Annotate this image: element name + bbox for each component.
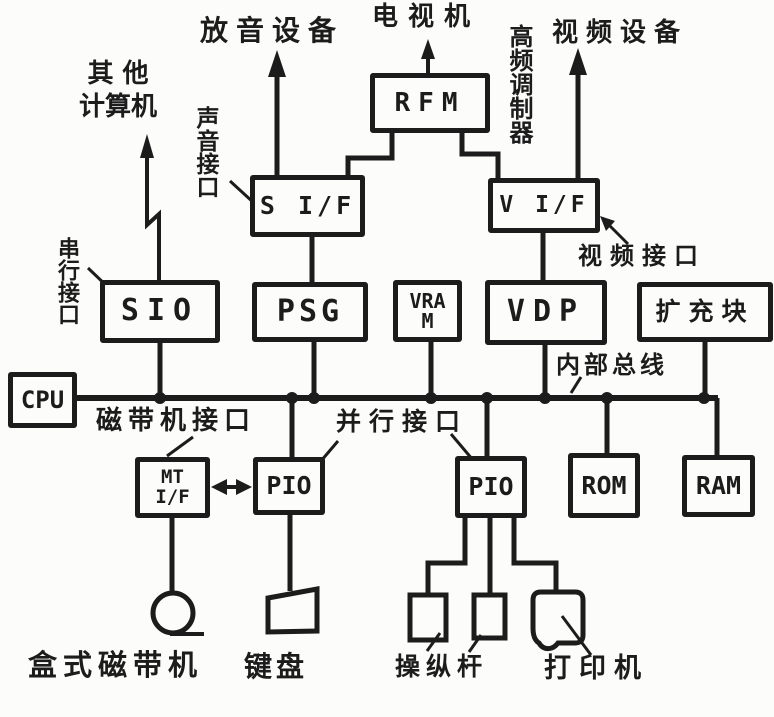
label-video-interface: 视频接口 <box>578 242 706 270</box>
tape-reel-symbol <box>150 590 196 636</box>
label-joystick: 操纵杆 <box>395 652 489 681</box>
block-sound-if: S I/F <box>250 175 365 237</box>
label-other-computers-line1: 其 他 <box>87 59 149 89</box>
joystick-pointer-1 <box>425 632 442 652</box>
block-rfm-label: RFM <box>394 87 466 118</box>
block-mt-if-label-line2: I/F <box>155 485 190 508</box>
block-psg: PSG <box>252 282 368 342</box>
tape-interface-pointer <box>166 435 194 458</box>
joystick-box-1 <box>407 592 449 643</box>
block-psg-label: PSG <box>276 293 344 329</box>
label-internal-bus: 内部总线 <box>556 351 668 379</box>
block-mt-if-label-line1: MT <box>161 466 184 489</box>
label-sound-interface: 声音接口 <box>192 106 218 198</box>
printer-pointer <box>560 615 593 656</box>
label-printer: 打印机 <box>544 653 649 684</box>
block-rfm: RFM <box>370 73 490 133</box>
block-pio-left: PIO <box>253 457 325 515</box>
pio-joystick1-wire <box>425 518 468 593</box>
block-pio-right-label: PIO <box>468 472 514 502</box>
pio-printer-wire <box>511 518 559 592</box>
video-interface-pointer <box>604 220 630 246</box>
block-pio-right: PIO <box>455 456 527 518</box>
label-keyboard: 键盘 <box>244 650 309 683</box>
video-arrowhead <box>569 48 587 75</box>
block-ram-label: RAM <box>695 471 742 501</box>
block-cpu: CPU <box>8 372 77 428</box>
label-other-computers: 其 他 计算机 <box>58 58 178 124</box>
block-vram: VRA M <box>393 280 462 342</box>
label-tv-set: 电视机 <box>372 2 481 32</box>
label-other-computers-line2: 计算机 <box>78 92 157 122</box>
rfm-sif-wire <box>345 133 395 175</box>
block-rom-label: ROM <box>581 470 627 500</box>
block-vram-label-line1: VRA <box>409 288 446 313</box>
bus-junction-dots <box>154 392 710 404</box>
label-audio-playback-device: 放音设备 <box>200 14 345 47</box>
mtif-arrowhead-left <box>211 479 227 495</box>
rfm-vif-wire <box>459 133 501 178</box>
block-sio: SIO <box>100 280 220 343</box>
block-sound-if-label: S I/F <box>259 191 356 221</box>
label-serial-interface: 串行接口 <box>54 237 79 325</box>
block-expansion-label: 扩充块 <box>655 297 755 327</box>
label-hf-modulator: 高频调制器 <box>505 24 533 144</box>
internal-bus-pointer <box>569 376 583 394</box>
keyboard-symbol <box>265 585 320 635</box>
block-mt-if: MT I/F <box>135 457 210 518</box>
block-vdp-label: VDP <box>506 294 586 330</box>
label-video-device: 视频设备 <box>552 18 689 48</box>
printer-symbol <box>530 589 586 652</box>
label-parallel-interface: 并行接口 <box>336 407 469 436</box>
block-rom: ROM <box>568 453 640 518</box>
tv-arrowhead <box>421 39 435 59</box>
block-expansion: 扩充块 <box>637 282 773 342</box>
block-pio-left-label: PIO <box>266 471 312 501</box>
block-cpu-label: CPU <box>20 385 65 414</box>
block-sio-label: SIO <box>120 293 200 329</box>
sio-othercomputer-zigzag-arrow <box>145 150 161 282</box>
joystick-pointer-2 <box>467 634 483 653</box>
block-video-if: V I/F <box>488 178 600 233</box>
joystick-box-2 <box>471 592 508 641</box>
block-video-if-label: V I/F <box>499 191 589 218</box>
block-vdp: VDP <box>485 280 607 345</box>
label-cassette-tape-machine: 盒式磁带机 <box>28 648 204 682</box>
audio-arrowhead <box>268 50 286 77</box>
block-ram: RAM <box>682 455 755 517</box>
label-tape-machine-interface: 磁带机接口 <box>96 406 257 436</box>
othercomputer-arrowhead <box>140 134 154 158</box>
block-vram-label-line2: M <box>421 309 434 333</box>
mtif-arrowhead-right <box>236 479 252 495</box>
